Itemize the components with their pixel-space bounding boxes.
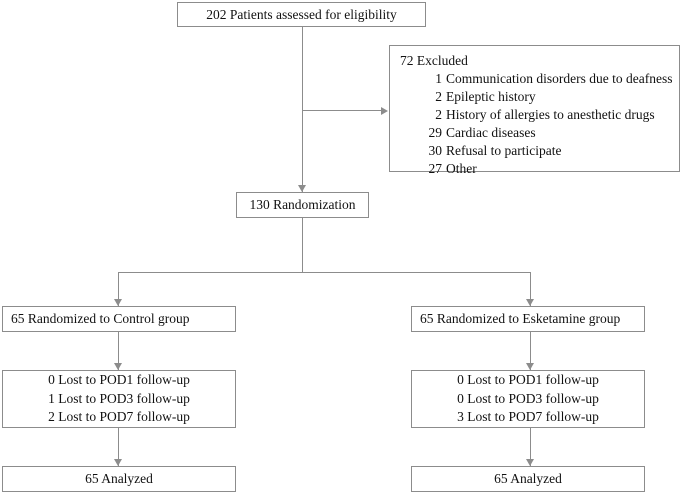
excluded-reason-text: Cardiac diseases <box>446 125 536 141</box>
node-esketamine-analyzed: 65 Analyzed <box>411 466 645 492</box>
excluded-reason-item: 30 Refusal to participate <box>400 142 679 160</box>
node-control-allocation: 65 Randomized to Control group <box>2 306 236 332</box>
node-esketamine-lost-to-followup: 0 Lost to POD1 follow-up 0 Lost to POD3 … <box>411 370 645 428</box>
node-excluded: 72 Excluded 1 Communication disorders du… <box>389 45 680 176</box>
excluded-reason-count: 2 <box>435 107 442 123</box>
excluded-reason-count: 27 <box>428 161 443 177</box>
control-lost-item: 2 Lost to POD7 follow-up <box>48 409 190 425</box>
excluded-reason-count: 2 <box>435 89 442 105</box>
connector-trunk-to-excluded <box>302 110 382 111</box>
control-lost-item: 0 Lost to POD1 follow-up <box>48 372 190 388</box>
control-allocation-label: 65 Randomized to Control group <box>11 311 190 327</box>
connector-control-lost-to-analyzed <box>118 428 119 466</box>
arrowhead-esketamine-allocation <box>526 299 534 306</box>
excluded-reason-item: 1 Communication disorders due to deafnes… <box>400 70 679 88</box>
connector-esketamine-alloc-to-lost <box>530 332 531 370</box>
connector-split-right <box>530 272 531 306</box>
esketamine-allocation-label: 65 Randomized to Esketamine group <box>420 311 621 327</box>
node-esketamine-allocation: 65 Randomized to Esketamine group <box>411 306 645 332</box>
esketamine-analyzed-label: 65 Analyzed <box>494 471 562 487</box>
connector-eligibility-to-randomization <box>302 27 303 192</box>
control-lost-item: 1 Lost to POD3 follow-up <box>48 390 190 406</box>
excluded-reason-text: Communication disorders due to deafness <box>446 71 673 87</box>
excluded-reason-item: 29 Cardiac diseases <box>400 124 679 142</box>
esketamine-lost-item: 0 Lost to POD3 follow-up <box>457 390 599 406</box>
arrowhead-control-allocation <box>114 299 122 306</box>
esketamine-lost-list: 0 Lost to POD1 follow-up 0 Lost to POD3 … <box>420 371 636 426</box>
excluded-reason-item: 2 Epileptic history <box>400 88 679 106</box>
excluded-reason-text: History of allergies to anesthetic drugs <box>446 107 655 123</box>
arrowhead-excluded <box>381 107 388 115</box>
arrowhead-control-lost <box>114 363 122 370</box>
arrowhead-esketamine-analyzed <box>526 459 534 466</box>
node-control-lost-to-followup: 0 Lost to POD1 follow-up 1 Lost to POD3 … <box>2 370 236 428</box>
eligibility-label: 202 Patients assessed for eligibility <box>206 6 397 22</box>
excluded-reason-text: Refusal to participate <box>446 143 562 159</box>
node-eligibility: 202 Patients assessed for eligibility <box>177 2 426 27</box>
excluded-reason-item: 2 History of allergies to anesthetic dru… <box>400 106 679 124</box>
excluded-reason-count: 30 <box>428 143 443 159</box>
esketamine-lost-item: 0 Lost to POD1 follow-up <box>457 372 599 388</box>
control-lost-list: 0 Lost to POD1 follow-up 1 Lost to POD3 … <box>11 371 227 426</box>
connector-control-alloc-to-lost <box>118 332 119 370</box>
excluded-title: 72 Excluded <box>400 53 468 68</box>
connector-split-bar <box>118 272 531 273</box>
excluded-reason-text: Epileptic history <box>446 89 536 105</box>
excluded-reason-text: Other <box>446 161 477 177</box>
randomization-label: 130 Randomization <box>249 197 356 213</box>
connector-randomization-to-split <box>302 218 303 273</box>
esketamine-lost-item: 3 Lost to POD7 follow-up <box>457 409 599 425</box>
arrowhead-control-analyzed <box>114 459 122 466</box>
excluded-reason-list: 1 Communication disorders due to deafnes… <box>400 70 679 178</box>
arrowhead-randomization <box>298 185 306 192</box>
arrowhead-esketamine-lost <box>526 363 534 370</box>
connector-esketamine-lost-to-analyzed <box>530 428 531 466</box>
connector-split-left <box>118 272 119 306</box>
node-control-analyzed: 65 Analyzed <box>2 466 236 492</box>
excluded-reason-count: 1 <box>435 71 442 87</box>
excluded-reason-count: 29 <box>428 125 443 141</box>
control-analyzed-label: 65 Analyzed <box>85 471 153 487</box>
excluded-reason-item: 27 Other <box>400 160 679 178</box>
node-randomization: 130 Randomization <box>236 192 369 218</box>
